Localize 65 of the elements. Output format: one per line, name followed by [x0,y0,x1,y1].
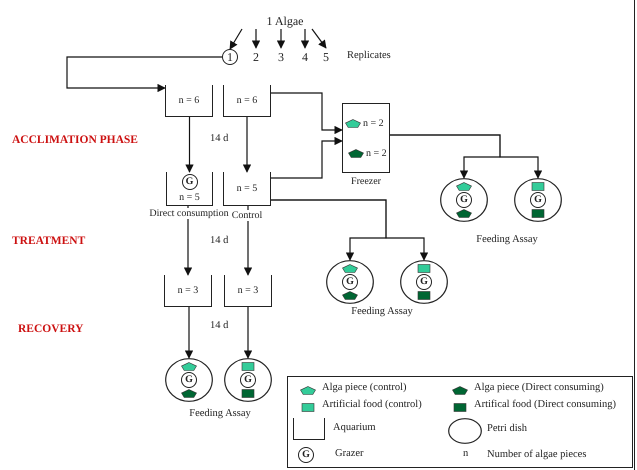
arrow [312,28,326,49]
legend-symbol: n [463,448,468,459]
count-label: n = 2 [366,148,387,158]
arrow [271,136,343,179]
assay-caption: Feeding Assay [351,306,413,317]
count-label: n = 6 [236,95,258,106]
replicate-number: 5 [320,48,332,66]
count-label: n = 3 [238,285,258,296]
phase-label: RECOVERY [18,323,84,335]
assay-caption: Feeding Assay [189,408,251,419]
petri-dish [224,358,272,402]
freezer-box [342,103,390,173]
duration-label: 14 d [210,235,228,246]
arrow [300,29,310,49]
aquarium [224,275,272,307]
legend-text: Alga piece (control) [322,382,407,393]
arrow [252,29,260,49]
legend-text: Aquarium [333,422,376,433]
count-label: n = 3 [178,285,198,296]
arrow [244,307,252,359]
legend-text: Artificial food (control) [322,399,422,410]
arrow [229,28,243,50]
petri-dish [165,358,213,402]
petri-dish [326,260,374,304]
legend-text: Alga piece (Direct consuming) [474,382,604,393]
node-caption: Freezer [351,176,381,187]
aquarium [166,172,213,206]
arrow [271,199,428,261]
replicates-label: Replicates [347,50,391,61]
node-caption: Direct consumption [149,208,229,219]
arrow [184,307,194,359]
algae-heading: 1 Algae [240,13,330,29]
legend-text: Artifical food (Direct consuming) [474,399,616,410]
duration-label: 14 d [210,133,228,144]
arrow [276,29,286,49]
aquarium [164,275,212,307]
petri-dish [440,178,488,222]
count-label: n = 2 [363,118,384,128]
petri-dish [400,260,448,304]
replicate-number: 1 [227,51,233,63]
node-caption: Control [232,210,262,221]
count-label: n = 5 [236,183,258,194]
legend-text: Number of algae pieces [487,449,586,460]
arrow [271,92,343,134]
count-label: n = 6 [178,95,200,106]
phase-label: ACCLIMATION PHASE [12,134,138,146]
aquarium [165,85,213,117]
replicate-circle [222,49,238,65]
arrow [185,117,194,173]
aquarium [223,85,271,117]
replicate-number: 3 [275,48,287,66]
petri-dish [514,178,562,222]
duration-label: 14 d [210,320,228,331]
assay-caption: Feeding Assay [476,234,538,245]
aquarium [223,172,271,206]
arrow [390,134,542,179]
legend-text: Grazer [335,448,364,459]
phase-label: TREATMENT [12,235,86,247]
arrow [66,56,222,92]
legend-text: Petri dish [487,423,527,434]
replicate-number: 4 [299,48,311,66]
count-label: n = 5 [179,192,200,203]
replicate-number: 2 [250,48,262,66]
arrow [242,117,252,173]
grazer-symbol: G [182,174,198,190]
